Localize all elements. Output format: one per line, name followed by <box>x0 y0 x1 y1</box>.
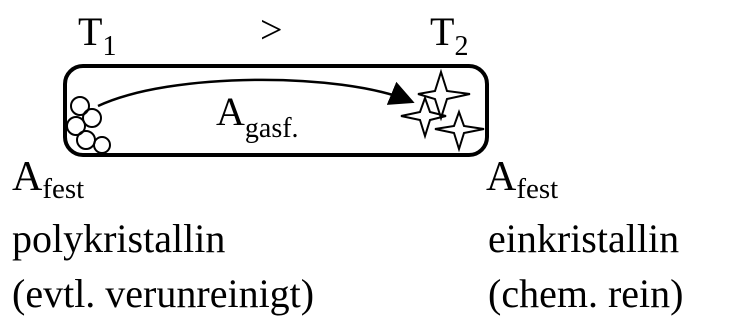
temperature-relation: > <box>260 7 283 52</box>
polycrystalline-particles-icon <box>67 97 110 153</box>
source-description-line-2: (evtl. verunreinigt) <box>12 271 314 316</box>
transport-arrow <box>98 80 410 106</box>
gas-phase-label: Agasf. <box>216 89 299 144</box>
temperature-right-label: T2 <box>430 9 468 62</box>
product-description-line-2: (chem. rein) <box>488 271 683 316</box>
single-crystal-stars-icon <box>401 72 484 149</box>
product-description-line-1: einkristallin <box>488 216 679 261</box>
source-solid-label: Afest <box>12 154 84 205</box>
source-description-line-1: polykristallin <box>12 216 225 261</box>
product-solid-label: Afest <box>486 154 558 205</box>
temperature-left-label: T1 <box>78 9 116 62</box>
